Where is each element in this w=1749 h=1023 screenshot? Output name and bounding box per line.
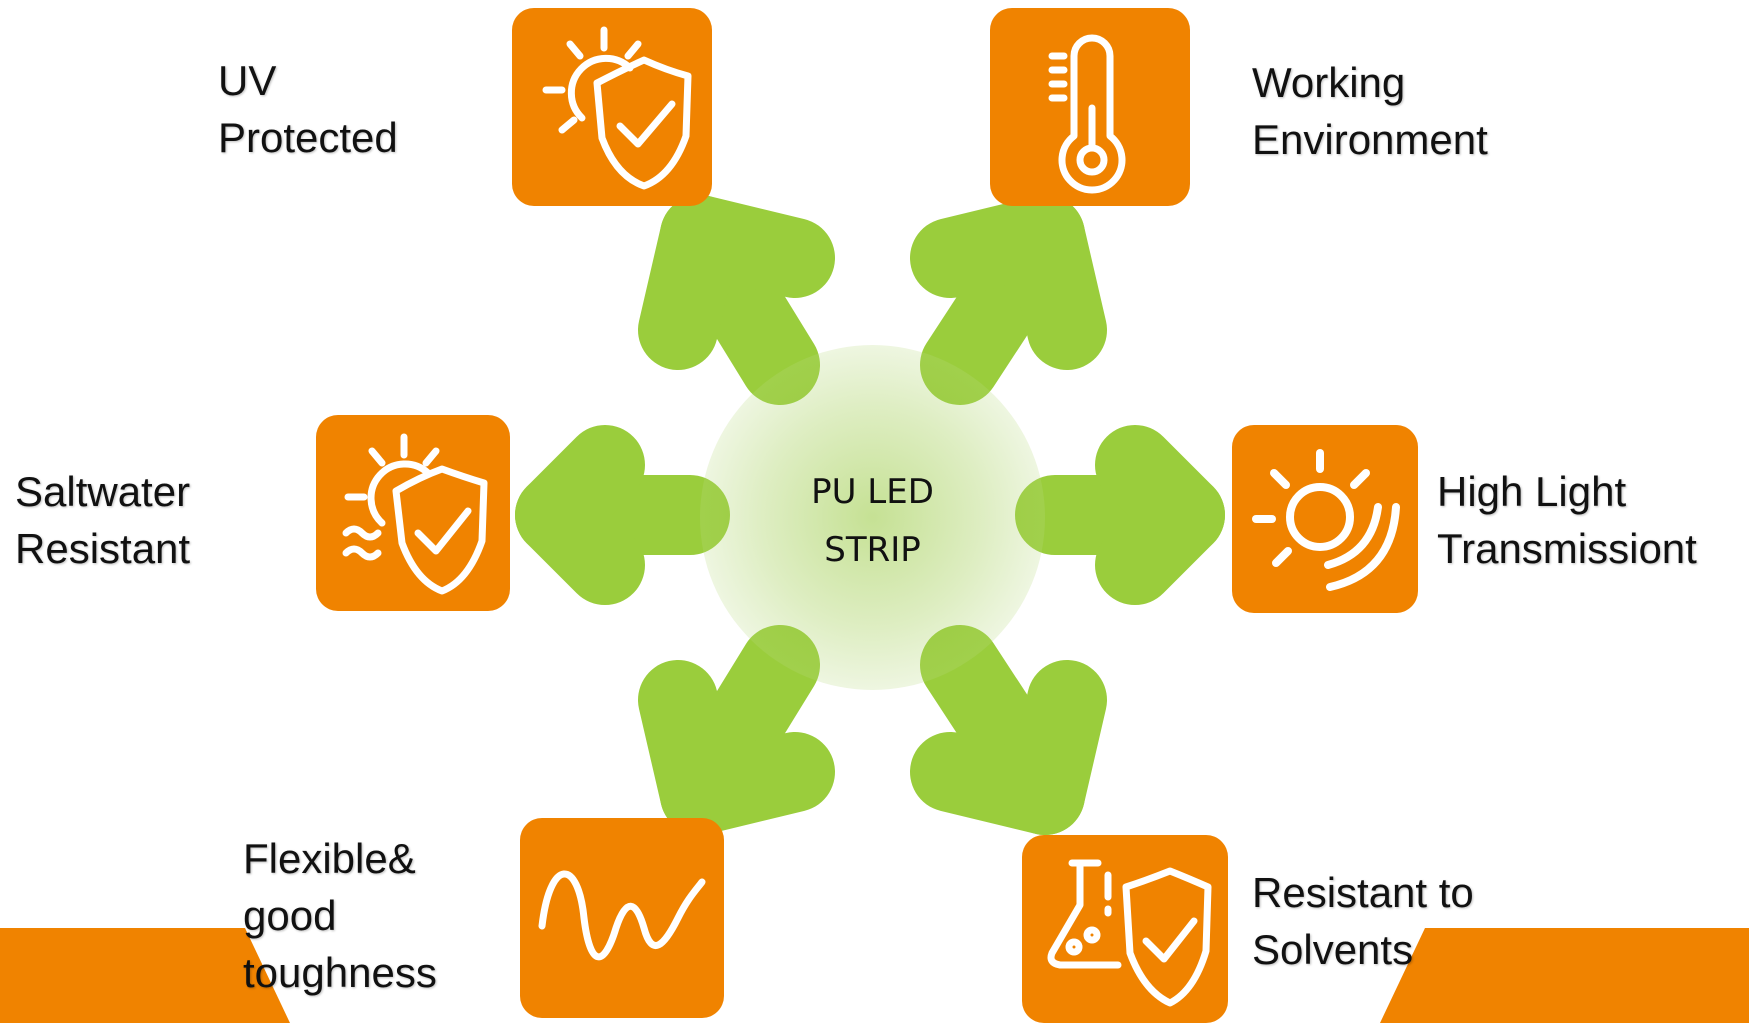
feature-label-working: Working Environment <box>1252 54 1488 168</box>
feature-label-saltwater-line2: Resistant <box>15 525 191 572</box>
feature-label-flexible-line3: toughness <box>243 949 437 996</box>
feature-label-uv-line1: UV <box>218 57 277 104</box>
flask-shield-icon <box>1022 835 1228 1023</box>
arrow-upper-right <box>910 195 1107 405</box>
arrow-right <box>1015 425 1225 605</box>
feature-label-uv: UV Protected <box>218 52 398 166</box>
corner-accent-right <box>1380 928 1749 1023</box>
arrow-lower-left <box>638 625 835 835</box>
thermometer-icon <box>990 8 1190 206</box>
feature-label-working-line2: Environment <box>1252 116 1488 163</box>
center-label: PU LED STRIP <box>760 463 985 579</box>
feature-label-solvents-line1: Resistant to <box>1252 869 1474 916</box>
feature-label-solvents: Resistant to Solvents <box>1252 864 1474 978</box>
feature-label-solvents-line2: Solvents <box>1252 926 1414 973</box>
corner-accent-left <box>0 928 290 1023</box>
sun-shield-icon <box>512 8 712 206</box>
feature-label-uv-line2: Protected <box>218 114 398 161</box>
center-label-line2: STRIP <box>824 530 921 570</box>
feature-label-saltwater: Saltwater Resistant <box>15 463 190 577</box>
center-label-line1: PU LED <box>811 472 934 512</box>
center-circle <box>700 345 1045 690</box>
arrow-lower-right <box>910 625 1107 835</box>
feature-label-working-line1: Working <box>1252 59 1406 106</box>
feature-label-light: High Light Transmissiont <box>1437 463 1697 577</box>
feature-label-flexible-line1: Flexible& <box>243 835 416 882</box>
feature-label-light-line1: High Light <box>1437 468 1627 515</box>
feature-label-flexible-line2: good <box>243 892 337 939</box>
sun-wave-shield-icon <box>316 415 510 611</box>
feature-label-saltwater-line1: Saltwater <box>15 468 191 515</box>
feature-label-flexible: Flexible& good toughness <box>243 830 437 1001</box>
sun-rays-icon <box>1232 425 1418 613</box>
arrow-upper-left <box>638 195 835 405</box>
arrow-left <box>515 425 730 605</box>
feature-label-light-line2: Transmissiont <box>1437 525 1697 572</box>
wave-line-icon <box>520 818 724 1018</box>
